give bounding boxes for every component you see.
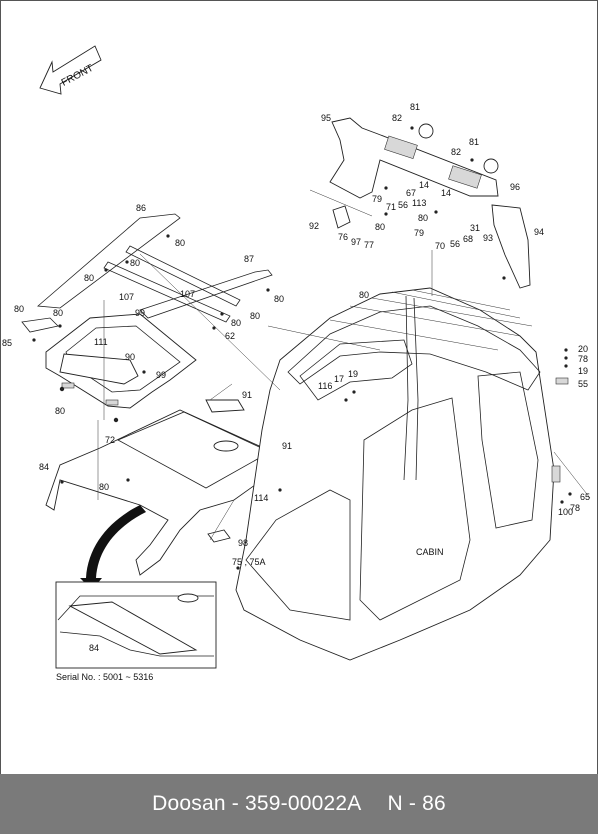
callout-113: 113 <box>412 198 426 208</box>
parts-diagram: FRONT <box>2 45 591 682</box>
callout-93: 93 <box>483 233 493 243</box>
callout-19: 17 <box>334 374 344 384</box>
callout-80: 80 <box>231 318 241 328</box>
callout-80: 80 <box>274 294 284 304</box>
callout-95: 95 <box>321 113 331 123</box>
callout-100: 65 <box>580 492 590 502</box>
cabin-label: CABIN <box>416 547 444 557</box>
callout-80: 62 <box>225 331 235 341</box>
callout-80: 80 <box>14 304 24 314</box>
callout-78: 100 <box>558 507 573 517</box>
callout-107: 107 <box>180 289 195 299</box>
inset-detail: 84 <box>55 581 217 669</box>
callout-99: 90 <box>125 352 135 362</box>
callout-labels: 95 82 81 81 82 96 14 67 79 71 56 113 14 … <box>2 102 590 682</box>
callout-91: 80 <box>55 406 65 416</box>
roof-rails <box>21 213 273 333</box>
callout-72: 55 <box>578 379 588 389</box>
callout-97: 97 <box>351 237 361 247</box>
callout-65: 75 , 75A <box>232 557 266 567</box>
serial-note: Serial No. : 5001 ~ 5316 <box>56 672 153 682</box>
callout-67: 67 <box>406 188 416 198</box>
callout-55: 19 <box>578 366 588 376</box>
callout-81: 81 <box>469 137 479 147</box>
footer-page-number: N - 86 <box>387 792 446 815</box>
fastener-markers <box>32 126 572 570</box>
callout-56: 56 <box>398 200 408 210</box>
callout-98: 114 <box>254 493 268 503</box>
callout-31: 31 <box>470 223 480 233</box>
cabin-body <box>235 287 569 661</box>
inset-part-label: 84 <box>89 643 99 653</box>
callout-19: 78 <box>578 354 588 364</box>
callout-115: 78 <box>570 503 580 513</box>
footer-part-number: Doosan - 359-00022A <box>152 792 362 815</box>
callout-80: 99 <box>156 370 166 380</box>
callout-80: 80 <box>175 238 185 248</box>
callout-82: 82 <box>392 113 402 123</box>
callout-77: 77 <box>364 240 374 250</box>
front-arrow-icon: FRONT <box>39 45 102 95</box>
callout-75: 98 <box>238 538 248 548</box>
inset-pointer-arrow <box>80 505 146 590</box>
callout-78: 20 <box>578 344 588 354</box>
callout-111: 85 <box>2 338 12 348</box>
ceiling-panel <box>45 399 291 576</box>
callout-79: 79 <box>372 194 382 204</box>
callout-107: 107 <box>119 292 134 302</box>
callout-82: 82 <box>451 147 461 157</box>
callout-79: 79 <box>414 228 424 238</box>
callout-80: 80 <box>375 222 385 232</box>
callout-76: 76 <box>338 232 348 242</box>
callout-14: 14 <box>441 188 451 198</box>
footer-bar: Doosan - 359-00022A N - 86 <box>0 774 598 834</box>
callout-70: 70 <box>435 241 445 251</box>
callout-68: 68 <box>463 234 473 244</box>
callout-62: 80 <box>359 290 369 300</box>
callout-96: 96 <box>510 182 520 192</box>
callout-90: 111 <box>94 337 108 347</box>
callout-84: 91 <box>282 441 292 451</box>
callout-92: 92 <box>309 221 319 231</box>
callout-85: 99 <box>135 308 145 318</box>
callout-91: 72 <box>105 435 115 445</box>
rear-trim-panel <box>329 117 531 289</box>
callout-80: 80 <box>84 273 94 283</box>
callout-80: 80 <box>130 258 140 268</box>
headliner <box>45 313 197 409</box>
callout-81: 81 <box>410 102 420 112</box>
callout-116: 91 <box>242 390 252 400</box>
callout-87: 87 <box>244 254 254 264</box>
callout-80: 80 <box>250 311 260 321</box>
callout-17: 116 <box>318 381 332 391</box>
callout-114: 80 <box>99 482 109 492</box>
callout-94: 94 <box>534 227 544 237</box>
leader-lines <box>97 189 591 541</box>
callout-99: 80 <box>53 308 63 318</box>
callout-80: 84 <box>39 462 49 472</box>
callout-71: 71 <box>386 202 396 212</box>
callout-14: 14 <box>419 180 429 190</box>
callout-56: 56 <box>450 239 460 249</box>
callout-20: 19 <box>348 369 358 379</box>
callout-86: 86 <box>136 203 146 213</box>
callout-80: 80 <box>418 213 428 223</box>
